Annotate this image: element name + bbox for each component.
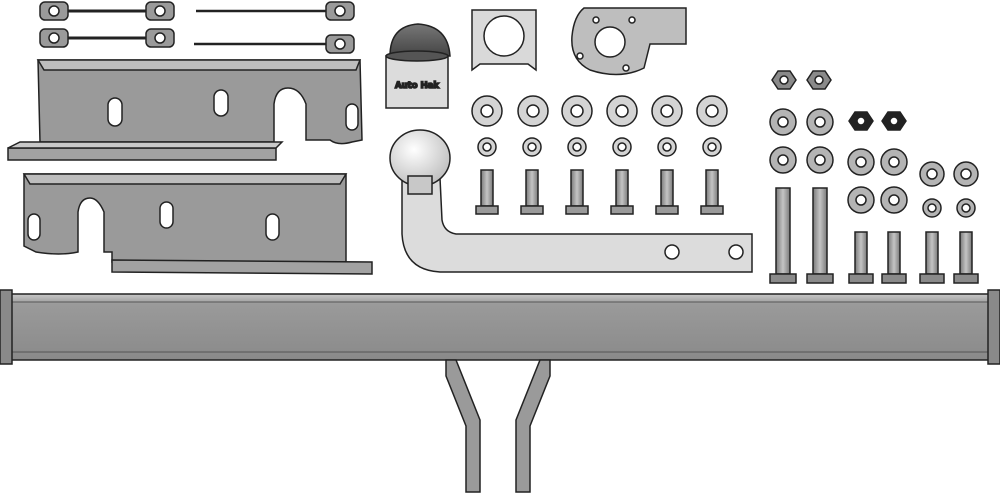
socket-plate-angled	[571, 7, 687, 76]
washer	[847, 186, 875, 214]
tie-rod-2	[39, 28, 175, 48]
long-bolts	[769, 187, 979, 284]
washer	[769, 146, 797, 174]
washer	[919, 161, 945, 187]
washer	[517, 95, 549, 127]
hex-nut	[881, 111, 907, 131]
support-left	[445, 359, 481, 493]
spring-washer	[702, 137, 722, 157]
spring-washer	[567, 137, 587, 157]
spring-washer	[956, 198, 976, 218]
large-washers	[769, 108, 979, 218]
bolt	[953, 231, 979, 284]
mounting-bracket-lower	[22, 173, 373, 275]
spring-washer	[657, 137, 677, 157]
bolt	[520, 169, 544, 215]
washer	[769, 108, 797, 136]
washer	[953, 161, 979, 187]
tie-rods	[39, 1, 355, 54]
washer	[880, 186, 908, 214]
socket-plate-square	[471, 9, 537, 72]
washer	[651, 95, 683, 127]
hex-nut	[806, 70, 832, 90]
hex-nuts	[771, 70, 907, 131]
spring-washer	[477, 137, 497, 157]
hex-nut	[848, 111, 874, 131]
tie-rod-4	[194, 34, 355, 54]
spring-washer	[612, 137, 632, 157]
spring-washer	[522, 137, 542, 157]
mounting-bracket-upper	[7, 59, 363, 161]
bolt	[475, 169, 499, 215]
flat-washers	[471, 95, 728, 127]
bolt	[769, 187, 797, 284]
main-crossbar	[0, 289, 1000, 365]
washer	[847, 148, 875, 176]
washer	[880, 148, 908, 176]
tie-rod-3	[196, 1, 355, 21]
bolt	[700, 169, 724, 215]
bolt	[565, 169, 589, 215]
washer	[806, 108, 834, 136]
support-right	[515, 359, 551, 493]
bolt	[848, 231, 874, 284]
spring-washer	[922, 198, 942, 218]
cap-brand-label: Auto Hak	[395, 81, 439, 91]
center-supports	[445, 359, 551, 493]
washer	[471, 95, 503, 127]
washer	[561, 95, 593, 127]
bolt	[610, 169, 634, 215]
bolt	[919, 231, 945, 284]
washer	[606, 95, 638, 127]
tow-ball-arm	[389, 129, 753, 273]
tie-rod-1	[39, 1, 175, 21]
tow-ball-cap: Auto Hak	[385, 23, 451, 109]
bolt	[655, 169, 679, 215]
short-bolts	[475, 169, 724, 215]
washer	[696, 95, 728, 127]
bolt	[806, 187, 834, 284]
washer	[806, 146, 834, 174]
hex-nut	[771, 70, 797, 90]
spring-washers	[477, 137, 722, 157]
bolt	[881, 231, 907, 284]
